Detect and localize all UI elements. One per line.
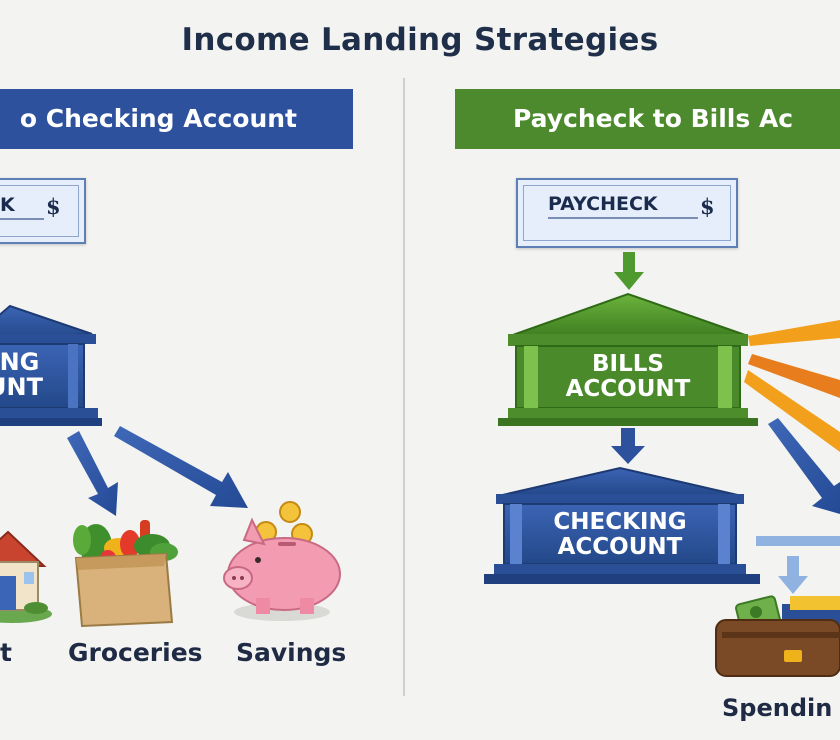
left-bank-label: ING UNT [0, 350, 50, 400]
left-paycheck-text: K [0, 194, 15, 216]
bills-bank-label: BILLS ACCOUNT [538, 352, 718, 402]
right-paycheck-text: PAYCHECK [548, 193, 658, 215]
page-title: Income Landing Strategies [181, 22, 659, 58]
bills-orange-arrows [744, 320, 840, 452]
bills-bank-label-line1: BILLS [592, 351, 664, 377]
wallet-icon [715, 595, 840, 677]
right-checking-label-line2: ACCOUNT [557, 534, 683, 560]
left-strategy-banner: o Checking Account [0, 89, 353, 149]
groceries-bag-icon [73, 520, 178, 628]
left-bank-label-line2: UNT [0, 373, 43, 401]
house-icon [0, 530, 52, 623]
left-bank-label-line1: ING [0, 348, 40, 376]
left-flow-arrows [67, 426, 248, 516]
destination-label-groceries: Groceries [68, 638, 203, 667]
left-paycheck-icon: K $ [0, 178, 86, 244]
right-paycheck-icon: PAYCHECK $ [516, 178, 738, 248]
right-checking-bank-icon [484, 466, 760, 584]
right-banner-label: Paycheck to Bills Ac [513, 104, 794, 133]
right-strategy-banner: Paycheck to Bills Ac [455, 89, 840, 149]
bills-to-checking-arrow [611, 428, 645, 464]
right-checking-bank-label: CHECKING ACCOUNT [522, 510, 718, 560]
destination-label-rent: t [0, 638, 12, 667]
destination-label-savings: Savings [236, 638, 347, 667]
piggy-bank-icon [223, 501, 341, 621]
paycheck-to-bills-arrow [614, 252, 644, 290]
left-checking-bank-icon [0, 304, 102, 426]
bills-bank-icon [498, 292, 758, 426]
bills-bank-label-line2: ACCOUNT [565, 376, 691, 402]
right-paycheck-dollar: $ [700, 194, 715, 219]
section-divider [403, 78, 405, 696]
destination-label-spending: Spendin [722, 694, 833, 722]
left-banner-label: o Checking Account [19, 104, 297, 133]
bills-to-spending-arrow [768, 418, 840, 514]
right-checking-label-line1: CHECKING [553, 509, 687, 535]
left-paycheck-dollar: $ [46, 194, 61, 219]
checking-to-wallet-arrow [756, 536, 840, 594]
